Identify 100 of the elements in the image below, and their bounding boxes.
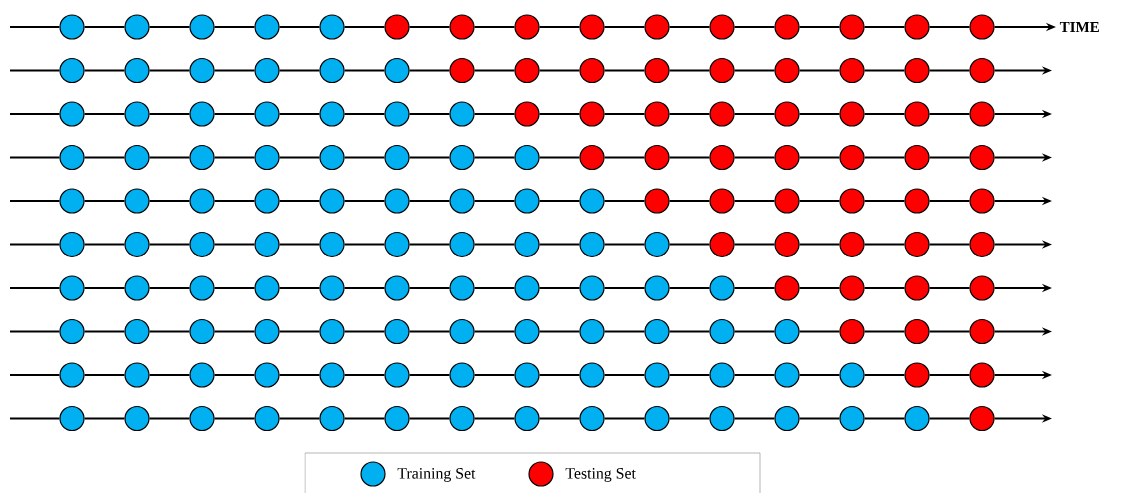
timeline-dot (839, 275, 865, 301)
timeline-dot (319, 405, 345, 432)
timeline-dot (189, 275, 215, 301)
timeline-dot (514, 405, 540, 432)
timeline-dot (189, 14, 215, 40)
timeline-dot (969, 231, 995, 258)
timeline-dot (254, 14, 280, 40)
timeline-dot (709, 275, 735, 301)
timeline-dot (384, 318, 410, 345)
timeline-dot (709, 144, 735, 171)
timeline-dot (969, 14, 995, 40)
timeline-dot (384, 144, 410, 171)
timeline-dot (644, 318, 670, 345)
timeline-dot (124, 231, 150, 258)
timeline-dot (59, 57, 85, 84)
timeline-dot (514, 362, 540, 388)
timeline-dot (579, 405, 605, 432)
timeline-dot (514, 275, 540, 301)
timeline-dot (644, 275, 670, 301)
timeline-dot (969, 188, 995, 214)
timeline-dot (449, 275, 475, 301)
timeline-dot (774, 144, 800, 171)
timeline-dot (319, 275, 345, 301)
timeline-dot (904, 57, 930, 84)
timeline-dot (319, 231, 345, 258)
timeline-dot (59, 144, 85, 171)
timeline-dot (579, 57, 605, 84)
timeline-dot (189, 101, 215, 127)
timeline-dot (579, 188, 605, 214)
timeline-dot (514, 57, 540, 84)
timeline-dot (644, 188, 670, 214)
timeline-dot (514, 188, 540, 214)
timeline-dot (904, 362, 930, 388)
timeline-dot (124, 188, 150, 214)
timeline-dot (189, 362, 215, 388)
timeline-dot (319, 101, 345, 127)
timeline-dot (59, 14, 85, 40)
timeline-dot (449, 318, 475, 345)
timeline-dot (839, 405, 865, 432)
timeline-dot (709, 14, 735, 40)
timeline-dot (774, 362, 800, 388)
timeline-dot (644, 362, 670, 388)
timeline-dot (579, 231, 605, 258)
timeline-dot (904, 144, 930, 171)
timeline-dot (59, 101, 85, 127)
timeline-dot (449, 57, 475, 84)
timeline-dot (319, 318, 345, 345)
timeline-dot (449, 188, 475, 214)
timeline-dot (904, 14, 930, 40)
timeline-dot (189, 144, 215, 171)
timeline-dot (904, 275, 930, 301)
timeline-dot (59, 275, 85, 301)
timeline-dot (969, 362, 995, 388)
timeline-dot (839, 188, 865, 214)
timeline-dot (644, 14, 670, 40)
timeline-dot (579, 275, 605, 301)
timeline-dot (254, 57, 280, 84)
timeline-dot (124, 405, 150, 432)
timeline-dot (189, 318, 215, 345)
timeline-dot (254, 188, 280, 214)
timeline-dot (709, 318, 735, 345)
timeline-dot (384, 362, 410, 388)
timeline-dot (969, 318, 995, 345)
timeline-dot (254, 144, 280, 171)
timeline-dot (124, 362, 150, 388)
timeline-dot (59, 362, 85, 388)
timeline-dot (644, 405, 670, 432)
timeline-dot (319, 144, 345, 171)
timeline-dot (124, 318, 150, 345)
timeline-dot (449, 362, 475, 388)
timeline-dot (709, 362, 735, 388)
timeline-dot (774, 188, 800, 214)
timeline-dot (904, 188, 930, 214)
timeline-dot (124, 14, 150, 40)
timeline-dot (384, 188, 410, 214)
timeline-dot (969, 101, 995, 127)
timeline-dot (904, 231, 930, 258)
timeline-dot (449, 144, 475, 171)
timeline-dot (254, 101, 280, 127)
timeline-dot (839, 144, 865, 171)
timeline-dot (254, 362, 280, 388)
timeline-dot (839, 318, 865, 345)
timeline-dot (774, 318, 800, 345)
timeline-dot (839, 362, 865, 388)
timeline-dot (254, 275, 280, 301)
timeline-dot (254, 231, 280, 258)
timeline-dot (514, 144, 540, 171)
timeline-dot (904, 318, 930, 345)
timeline-dot (384, 57, 410, 84)
timeline-dot (839, 101, 865, 127)
legend-text: Training Set (397, 468, 476, 482)
timeline-dot (644, 57, 670, 84)
timeline-dot (709, 188, 735, 214)
timeline-dot (774, 275, 800, 301)
timeline-dot (579, 362, 605, 388)
timeline-dot (449, 101, 475, 127)
timeline-dot (384, 101, 410, 127)
timeline-dot (904, 101, 930, 127)
timeline-dot (319, 14, 345, 40)
timeline-dot (644, 101, 670, 127)
